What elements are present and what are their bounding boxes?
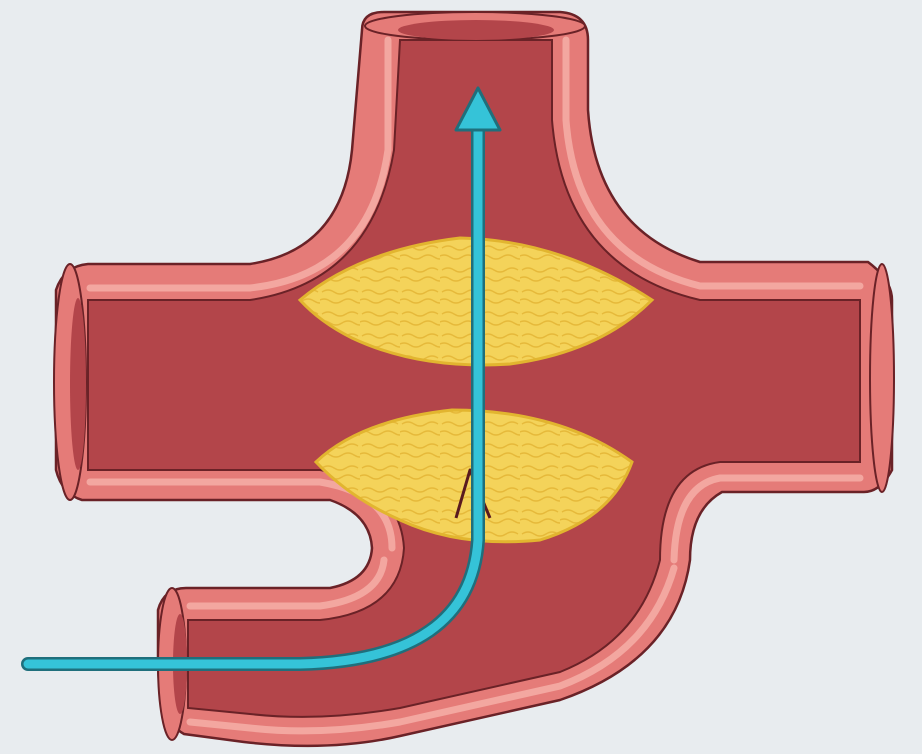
right-opening — [870, 264, 894, 492]
